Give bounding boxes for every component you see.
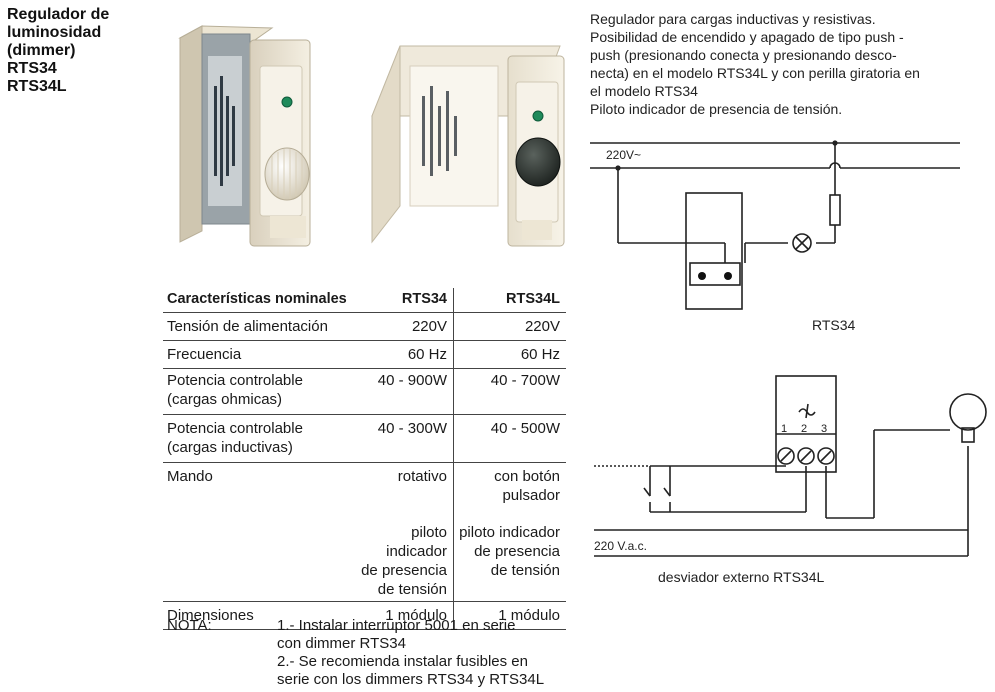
rts34-value: 40 - 900W (377, 372, 447, 389)
rts34l-value: 1 módulo (498, 607, 560, 624)
row-label: (cargas inductivas) (167, 439, 293, 456)
rts34-value: rotativo (397, 468, 447, 485)
description-line: Posibilidad de encendido y apagado de ti… (590, 29, 904, 45)
dimmer-box (685, 192, 743, 310)
wiring-diagram-rts34l: 1 2 3 220 V.a.c. desviador externo RTS34… (594, 375, 987, 585)
description-line: Piloto indicador de presencia de tensión… (590, 101, 843, 117)
rts34-value: piloto indicador (386, 524, 447, 560)
terminal-2-screw (797, 447, 815, 465)
rts34l-value: de tensión (490, 562, 560, 579)
table-row: Potencia controlable (cargas inductivas)… (163, 414, 566, 463)
description-line: Regulador para cargas inductivas y resis… (590, 11, 876, 27)
description-line: necta) en el modelo RTS34L y con perilla… (590, 65, 920, 81)
row-label: Potencia controlable (167, 420, 303, 437)
description-line: push (presionando conecta y presionando … (590, 47, 897, 63)
note-item-line: con dimmer RTS34 (277, 635, 406, 652)
table-row: Dimensiones 1 módulo 1 módulo (163, 601, 566, 630)
note-label: NOTA: (167, 617, 212, 634)
rts34-value: de tensión (377, 581, 447, 598)
note-item-line: 1.- Instalar interruptor 5001 en serie (277, 617, 516, 634)
diagram-voltage-label: 220V~ (606, 148, 641, 162)
device-rts34-image (178, 25, 311, 247)
row-label: Potencia controlable (167, 372, 303, 389)
table-row: piloto indicador de presencia de tensión… (163, 509, 566, 602)
rts34l-value: 220V (524, 318, 560, 335)
note-item-line: 2.- Se recomienda instalar fusibles en (277, 653, 528, 670)
rts34-value: 220V (411, 318, 447, 335)
table-row: Potencia controlable (cargas ohmicas) 40… (163, 368, 566, 415)
table-row: Tensión de alimentación 220V 220V (163, 312, 566, 341)
description-line: el modelo RTS34 (590, 83, 698, 99)
rts34l-value: 40 - 500W (490, 420, 560, 437)
wiring-diagram-rts34: 220V~ RTS34 (590, 140, 960, 333)
rts34-value: 1 módulo (385, 607, 447, 624)
title-line: (dimmer) (7, 42, 76, 59)
note-item-line: serie con los dimmers RTS34 y RTS34L (277, 671, 545, 688)
rts34l-value: piloto indicador (459, 524, 560, 541)
header-rts34: RTS34 (351, 288, 454, 313)
row-label: Dimensiones (167, 607, 254, 624)
rts34l-value: 60 Hz (520, 346, 560, 363)
table-row: Frecuencia 60 Hz 60 Hz (163, 340, 566, 369)
rts34l-value: con botón (494, 468, 560, 485)
rts34l-value: 40 - 700W (490, 372, 560, 389)
product-photo (178, 25, 565, 247)
header-characteristics: Características nominales (163, 288, 351, 313)
terminal-label: 2 (801, 423, 807, 435)
rts34-value: 40 - 300W (377, 420, 447, 437)
lamp-bulb-icon (949, 393, 987, 431)
rts34-value: de presencia (361, 562, 447, 579)
fuse-symbol (829, 194, 841, 226)
header-rts34l: RTS34L (453, 288, 566, 313)
title-line: Regulador de (7, 6, 110, 23)
rts34-value: 60 Hz (407, 346, 447, 363)
row-label: Tensión de alimentación (167, 318, 328, 335)
spec-table: Características nominales RTS34 RTS34L T… (163, 288, 566, 630)
rts34l-value: de presencia (474, 543, 560, 560)
terminal-3-screw (817, 447, 835, 465)
product-title: Regulador de luminosidad (dimmer) RTS34 … (7, 6, 157, 96)
terminal-1-screw (777, 447, 795, 465)
row-label: (cargas ohmicas) (167, 391, 283, 408)
device-rts34l-image (371, 45, 565, 247)
product-description: Regulador para cargas inductivas y resis… (590, 10, 988, 118)
diagram-caption: RTS34 (812, 317, 856, 333)
title-line: luminosidad (7, 24, 102, 41)
terminal-label: 1 (781, 423, 787, 435)
diagram-caption: desviador externo RTS34L (658, 569, 824, 585)
table-row: Mando rotativo con botón pulsador (163, 462, 566, 509)
title-line: RTS34 (7, 60, 57, 77)
lamp-symbol (792, 233, 812, 253)
spec-table-container: Características nominales RTS34 RTS34L T… (163, 288, 566, 630)
row-label: Mando (167, 468, 213, 485)
terminal-label: 3 (821, 423, 827, 435)
row-label: Frecuencia (167, 346, 242, 363)
title-line: RTS34L (7, 78, 67, 95)
rts34l-value: pulsador (502, 487, 560, 504)
diagram-voltage-label: 220 V.a.c. (594, 539, 647, 553)
